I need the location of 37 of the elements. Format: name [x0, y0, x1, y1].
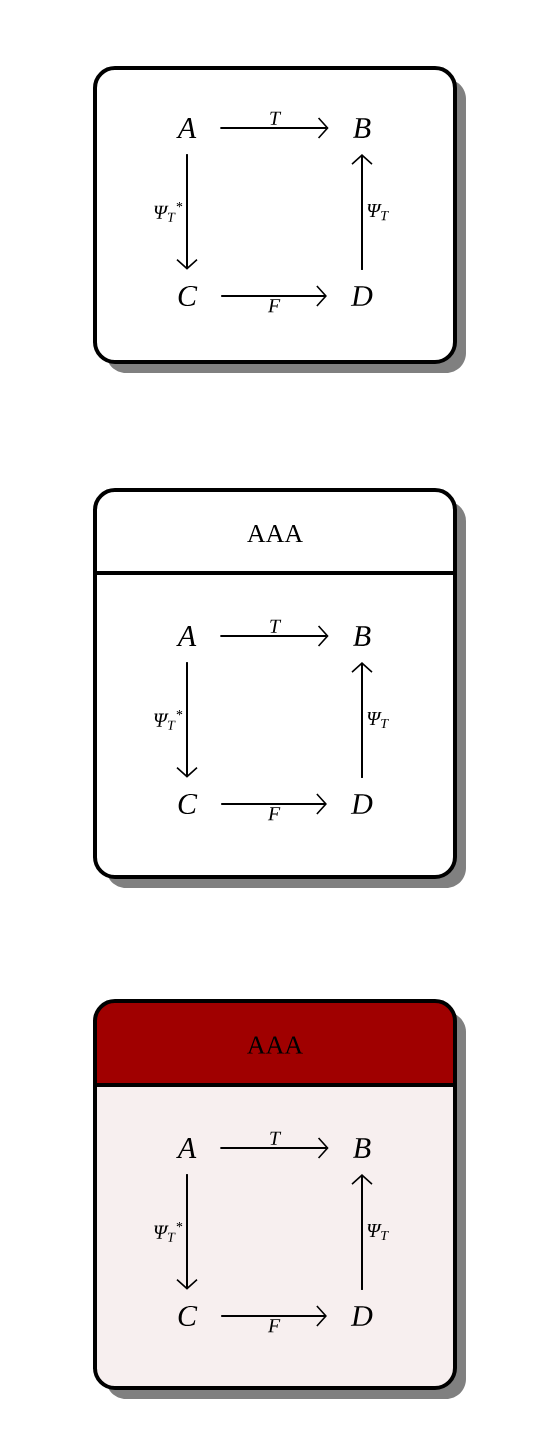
- arrow: [351, 662, 373, 779]
- arrow: [220, 793, 327, 815]
- edge-label: Ψ$_{T}$: [367, 1223, 389, 1241]
- edge-label: Ψ$_{T}$*: [154, 1222, 183, 1242]
- edge-label: F: [267, 1319, 281, 1333]
- edge-label: Ψ$_{T}$*: [154, 710, 183, 730]
- math-symbol: A: [176, 626, 197, 646]
- math-symbol: C: [178, 1305, 198, 1327]
- edge-label: T: [270, 111, 282, 125]
- edge-label: T: [270, 1131, 282, 1145]
- math-symbol: D: [350, 794, 373, 814]
- edge-label: Ψ$_{T}$: [367, 203, 389, 221]
- arrow: [176, 153, 198, 270]
- math-symbol: B: [353, 1138, 371, 1158]
- arrow: [351, 154, 373, 271]
- math-symbol: A: [176, 118, 197, 138]
- edge-label: Ψ$_{T}$*: [154, 202, 183, 222]
- math-symbol: D: [350, 286, 373, 306]
- arrow: [176, 661, 198, 778]
- math-symbol: D: [350, 1306, 373, 1326]
- edge-label: Ψ$_{T}$: [367, 711, 389, 729]
- edge-label: T: [270, 619, 282, 633]
- arrow: [219, 625, 329, 647]
- math-symbol: C: [178, 285, 198, 307]
- edge-label: F: [267, 299, 281, 313]
- arrow: [220, 285, 327, 307]
- math-symbol: B: [353, 626, 371, 646]
- arrow: [351, 1174, 373, 1291]
- arrow: [176, 1173, 198, 1290]
- arrow: [219, 1137, 329, 1159]
- card: [93, 66, 466, 373]
- math-symbol: C: [178, 793, 198, 815]
- arrow: [220, 1305, 327, 1327]
- arrow: [219, 117, 329, 139]
- math-symbol: B: [353, 118, 371, 138]
- math-symbol: A: [176, 1138, 197, 1158]
- edge-label: F: [267, 807, 281, 821]
